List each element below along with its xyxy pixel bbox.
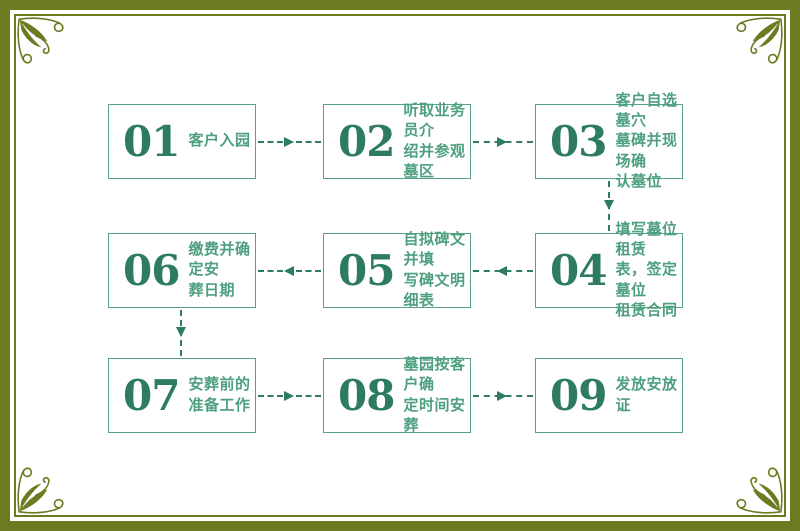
step-label: 听取业务员介 绍并参观墓区 xyxy=(403,102,466,180)
step-label: 客户自选墓穴 墓碑并现场确 认墓位 xyxy=(615,91,678,190)
arrow-step1-to-step2-icon xyxy=(258,136,321,148)
corner-flourish-ornament xyxy=(731,462,783,514)
arrow-step5-to-step6-icon xyxy=(258,265,321,277)
flow-step-04: 04 填写墓位租赁 表，签定墓位 租赁合同 xyxy=(535,221,683,319)
flow-step-05: 05 自拟碑文并填 写碑文明细表 xyxy=(323,231,471,309)
step-number: 06 xyxy=(123,245,180,295)
arrow-step7-to-step8-icon xyxy=(258,390,321,402)
step-label: 墓园按客户确 定时间安葬 xyxy=(403,356,466,434)
step-label: 自拟碑文并填 写碑文明细表 xyxy=(403,231,466,309)
corner-flourish-ornament xyxy=(17,462,69,514)
arrow-step3-to-step4-icon xyxy=(603,181,615,231)
step-number: 01 xyxy=(123,116,180,166)
step-number: 07 xyxy=(123,370,180,420)
arrow-step2-to-step3-icon xyxy=(473,136,533,148)
arrow-step4-to-step5-icon xyxy=(473,265,533,277)
arrow-step6-to-step7-icon xyxy=(175,310,187,356)
step-number: 08 xyxy=(338,370,395,420)
flow-step-06: 06 缴费并确定安 葬日期 xyxy=(108,233,256,308)
arrow-step8-to-step9-icon xyxy=(473,390,533,402)
step-label: 发放安放证 xyxy=(615,376,678,414)
step-number: 09 xyxy=(550,370,607,420)
step-label: 缴费并确定安 葬日期 xyxy=(188,241,251,299)
flow-step-08: 08 墓园按客户确 定时间安葬 xyxy=(323,356,471,434)
flow-step-07: 07 安葬前的 准备工作 xyxy=(108,358,256,433)
flow-step-09: 09 发放安放证 xyxy=(535,358,683,433)
step-number: 03 xyxy=(550,116,607,166)
step-label: 客户入园 xyxy=(188,132,251,150)
step-number: 02 xyxy=(338,116,395,166)
flow-step-03: 03 客户自选墓穴 墓碑并现场确 认墓位 xyxy=(535,92,683,190)
corner-flourish-ornament xyxy=(17,17,69,69)
flow-step-02: 02 听取业务员介 绍并参观墓区 xyxy=(323,102,471,180)
flow-step-01: 01 客户入园 xyxy=(108,104,256,179)
step-number: 04 xyxy=(550,245,607,295)
step-label: 安葬前的 准备工作 xyxy=(188,376,251,414)
step-number: 05 xyxy=(338,245,395,295)
step-label: 填写墓位租赁 表，签定墓位 租赁合同 xyxy=(615,220,678,319)
corner-flourish-ornament xyxy=(731,17,783,69)
